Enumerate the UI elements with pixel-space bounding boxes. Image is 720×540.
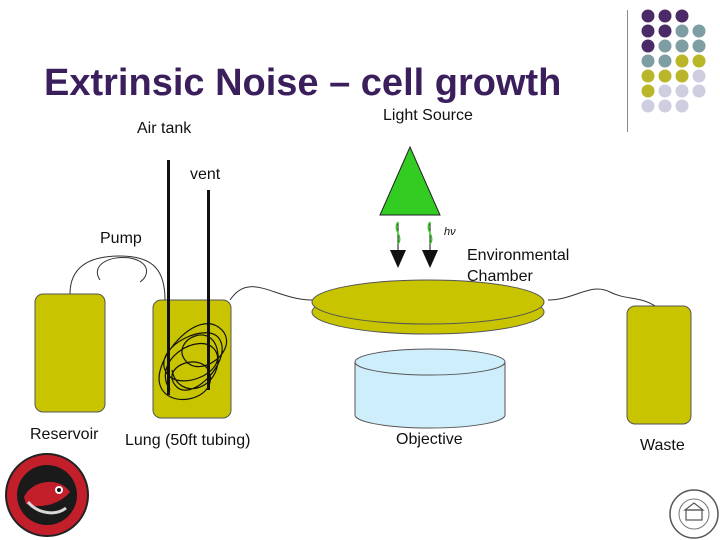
decorative-dot — [692, 39, 706, 53]
light-source-triangle — [379, 145, 441, 216]
decorative-dot — [641, 24, 655, 38]
reservoir-vessel — [34, 293, 106, 413]
pump-loop-inner — [97, 256, 148, 283]
decorative-dot — [692, 54, 706, 68]
decorative-dot — [658, 54, 672, 68]
decorative-dot — [641, 39, 655, 53]
decorative-dot — [658, 84, 672, 98]
reservoir-label: Reservoir — [30, 426, 99, 443]
vent-tube — [207, 190, 210, 390]
tubing-chamber-to-waste — [547, 288, 656, 307]
decorative-dot — [658, 39, 672, 53]
lung-vessel — [152, 299, 232, 419]
hv-label: hν — [444, 226, 456, 238]
decorative-dot — [675, 39, 689, 53]
objective-cylinder — [354, 361, 506, 429]
lung-tubing-coil — [158, 323, 228, 401]
light-ray-left — [390, 221, 406, 268]
decorative-dot — [675, 9, 689, 23]
objective-label: Objective — [396, 431, 463, 448]
waste-vessel — [626, 305, 692, 425]
decorative-dot — [692, 69, 706, 83]
vent-label: vent — [190, 166, 221, 183]
decorative-dot-grid — [641, 9, 706, 113]
light-ray-right — [422, 221, 438, 268]
environmental-chamber-label: Environmental Chamber — [467, 247, 570, 285]
decorative-dot — [658, 9, 672, 23]
tubing-to-chamber — [229, 286, 313, 301]
decorative-dot — [675, 54, 689, 68]
decorative-dot — [658, 99, 672, 113]
decorative-dot — [641, 54, 655, 68]
decorative-dot — [641, 99, 655, 113]
decorative-dot — [658, 69, 672, 83]
decorative-dot — [641, 84, 655, 98]
decorative-dot — [675, 69, 689, 83]
light-source-label: Light Source — [383, 107, 473, 124]
decorative-dot — [658, 24, 672, 38]
decorative-dot — [692, 84, 706, 98]
decorative-dot — [641, 9, 655, 23]
decorative-dot — [692, 24, 706, 38]
air-tank-label: Air tank — [137, 120, 192, 137]
decorative-dot — [675, 24, 689, 38]
decorative-dot — [675, 99, 689, 113]
lung-label: Lung (50ft tubing) — [125, 432, 251, 449]
institute-seal-icon — [669, 489, 719, 539]
objective-cylinder-top — [354, 348, 506, 376]
decorative-divider-line — [627, 10, 628, 132]
slide-title: Extrinsic Noise – cell growth — [44, 62, 562, 104]
salmon-logo-icon — [5, 453, 89, 537]
environmental-chamber-top — [311, 279, 545, 325]
pump-label: Pump — [100, 230, 142, 247]
waste-label: Waste — [640, 437, 685, 454]
decorative-dot — [675, 84, 689, 98]
air-tank-tube — [167, 160, 170, 395]
decorative-dot — [641, 69, 655, 83]
pump-loop — [69, 255, 166, 301]
